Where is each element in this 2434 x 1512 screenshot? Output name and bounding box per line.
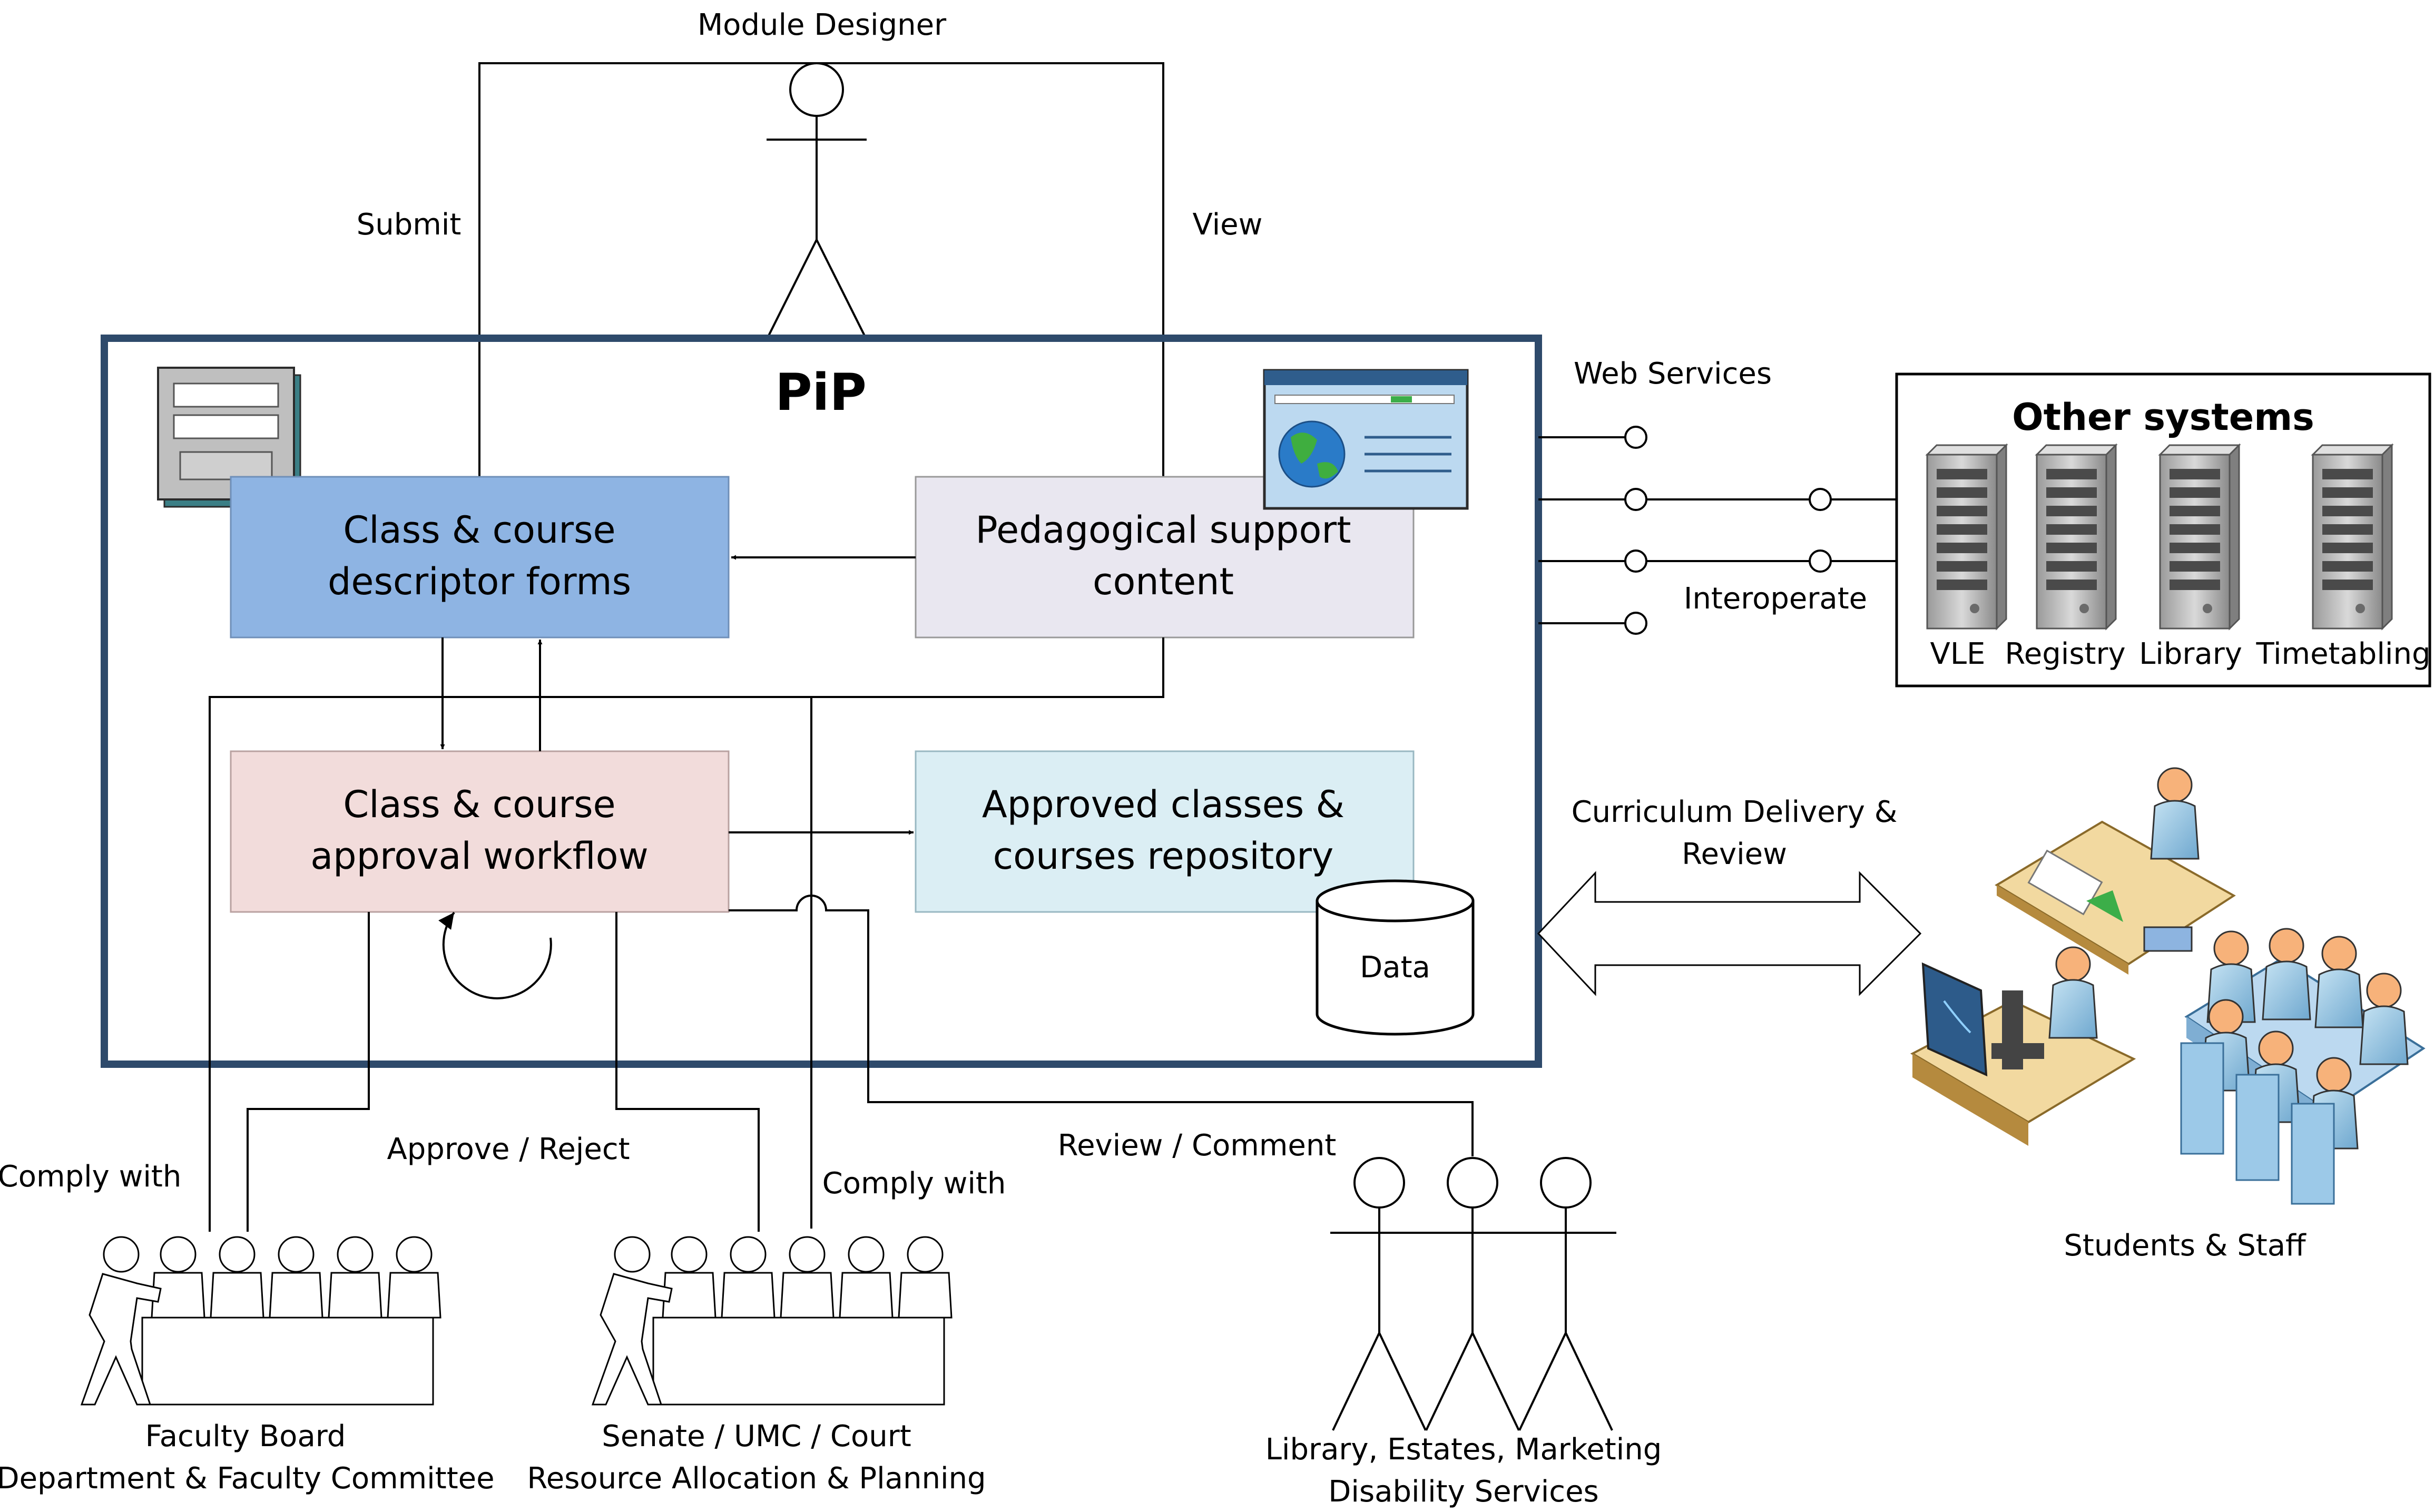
view-label: View — [1193, 208, 1263, 242]
descriptor-forms-box[interactable] — [230, 476, 730, 639]
data-label: Data — [1360, 950, 1430, 985]
server-label-registry: Registry — [2005, 637, 2125, 671]
descriptor-forms-line1: Class & course — [343, 508, 615, 552]
repository-line2: courses repository — [993, 834, 1334, 878]
workflow-line1: Class & course — [343, 783, 615, 826]
bidirectional-arrow-icon — [1537, 871, 1922, 996]
submit-label: Submit — [357, 208, 462, 242]
server-label-library: Library — [2139, 637, 2242, 671]
web-service-connectors — [1538, 426, 1897, 635]
curriculum-label-line1: Curriculum Delivery & — [1572, 795, 1898, 829]
server-label-timetabling: Timetabling — [2255, 637, 2430, 671]
approve-line-faculty — [247, 912, 370, 1232]
interoperate-label: Interoperate — [1684, 582, 1867, 616]
browser-globe-icon — [1263, 369, 1469, 510]
faculty-label-line1: Faculty Board — [145, 1419, 346, 1454]
senate-label-line2: Resource Allocation & Planning — [527, 1461, 986, 1496]
pedagogical-line2: content — [1093, 560, 1234, 603]
database-icon[interactable] — [1316, 879, 1475, 1036]
approve-line-senate — [615, 912, 760, 1232]
comply-with-left-label: Comply with — [0, 1160, 181, 1194]
approval-workflow-box[interactable] — [230, 750, 730, 913]
senate-label-line1: Senate / UMC / Court — [602, 1419, 911, 1454]
faculty-committee-figure — [81, 1236, 441, 1406]
pedagogical-line1: Pedagogical support — [975, 508, 1351, 552]
pip-container — [101, 335, 1542, 1068]
form-icon — [157, 367, 301, 508]
library-label-line1: Library, Estates, Marketing — [1265, 1432, 1662, 1467]
approve-reject-label: Approve / Reject — [387, 1132, 630, 1166]
students-staff-icon — [1910, 767, 2426, 1205]
other-systems-title: Other systems — [2012, 396, 2314, 439]
submit-view-connector — [478, 62, 1164, 477]
server-label-vle: VLE — [1930, 637, 1986, 671]
review-comment-line — [729, 895, 1474, 1156]
students-staff-label: Students & Staff — [2064, 1229, 2307, 1263]
library-label-line2: Disability Services — [1328, 1475, 1598, 1509]
workflow-cycle-arrow — [438, 911, 552, 999]
pip-title: PiP — [775, 363, 867, 422]
web-services-label: Web Services — [1574, 357, 1772, 391]
module-designer-figure — [765, 62, 868, 340]
comply-line-left — [209, 637, 1164, 1232]
descriptor-forms-line2: descriptor forms — [328, 560, 631, 603]
repository-line1: Approved classes & — [982, 783, 1344, 826]
faculty-label-line2: Department & Faculty Committee — [0, 1461, 495, 1496]
approved-repository-box[interactable] — [915, 750, 1415, 913]
stakeholders-figures — [1330, 1157, 1616, 1431]
module-designer-label: Module Designer — [698, 8, 947, 42]
workflow-line2: approval workflow — [310, 834, 648, 878]
curriculum-label-line2: Review — [1682, 837, 1787, 871]
comply-with-right-label: Comply with — [822, 1166, 1006, 1201]
senate-committee-figure — [592, 1236, 953, 1406]
review-comment-label: Review / Comment — [1058, 1128, 1337, 1163]
